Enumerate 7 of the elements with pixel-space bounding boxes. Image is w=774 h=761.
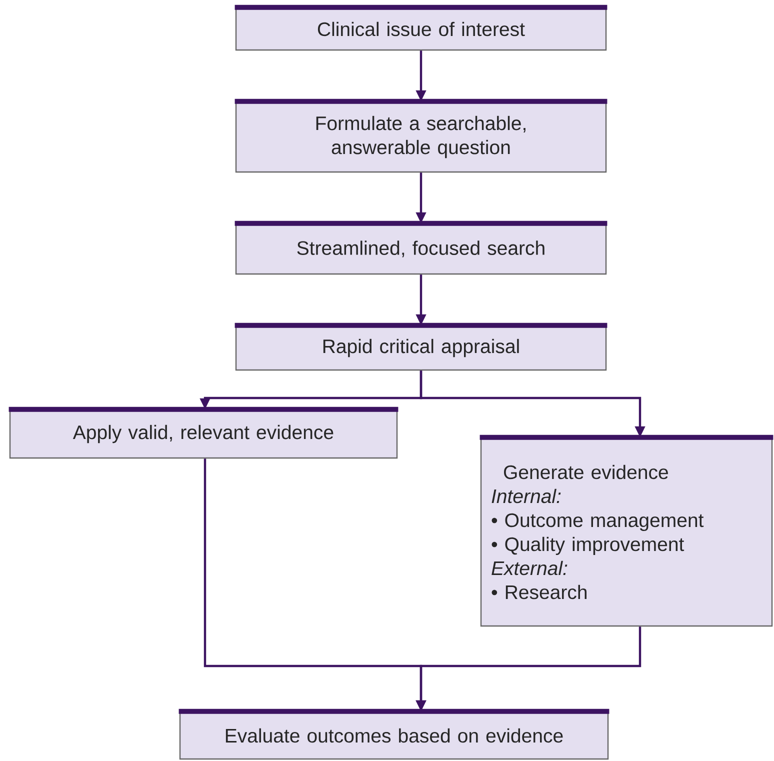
process-box: Apply valid, relevant evidence <box>8 406 398 459</box>
process-box: Generate evidence Internal: • Outcome management • Quality improvement External: • Research <box>480 434 774 627</box>
process-box: Clinical issue of interest <box>234 4 608 51</box>
process-box: Evaluate outcomes based on evidence <box>178 708 610 760</box>
process-box: Formulate a searchable, answerable question <box>234 98 608 173</box>
process-box: Streamlined, focused search <box>234 220 608 275</box>
process-box: Rapid critical appraisal <box>234 322 608 371</box>
